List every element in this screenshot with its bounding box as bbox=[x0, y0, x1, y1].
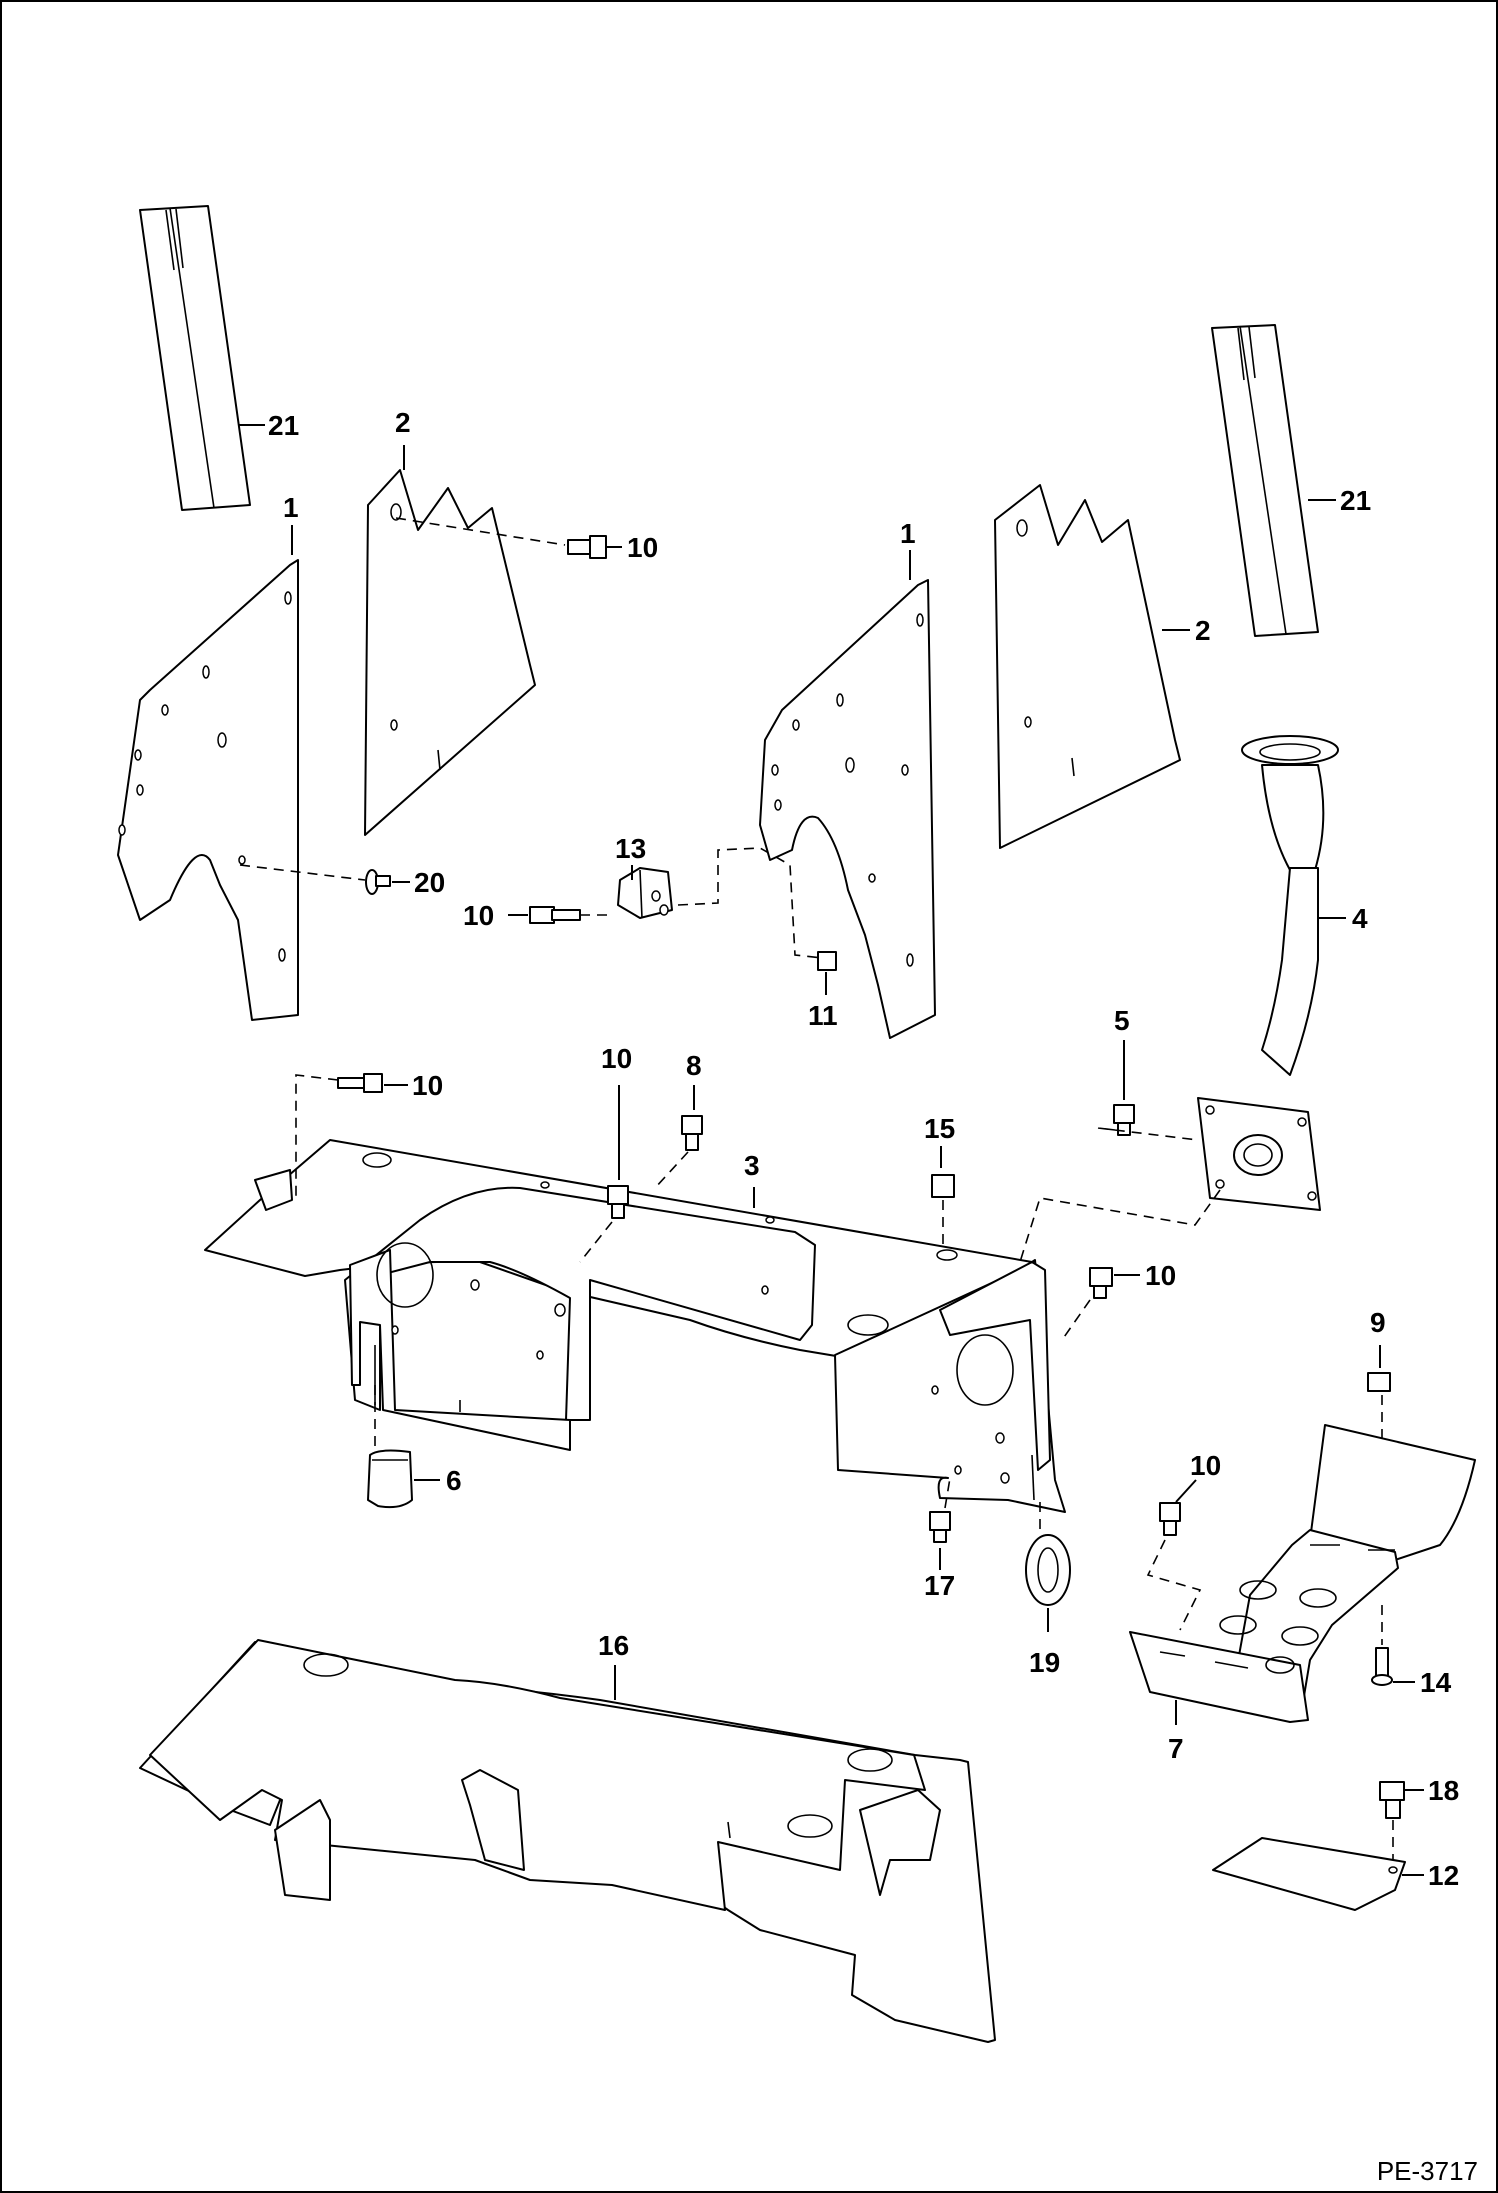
part-13-bracket bbox=[617, 867, 673, 919]
part-21-right-block bbox=[1211, 324, 1319, 637]
callout-16: 16 bbox=[598, 1630, 629, 1661]
part-2-left-panel bbox=[364, 469, 536, 836]
callout-9: 9 bbox=[1370, 1307, 1386, 1338]
callout-6: 6 bbox=[446, 1465, 462, 1496]
plug-15 bbox=[931, 1174, 955, 1198]
grommet-19 bbox=[1025, 1534, 1071, 1606]
part-2-right-panel bbox=[994, 484, 1181, 849]
callout-2-left: 2 bbox=[395, 407, 411, 438]
bolt-8 bbox=[681, 1115, 703, 1151]
callout-11: 11 bbox=[808, 1000, 838, 1031]
callout-10-e: 10 bbox=[1145, 1260, 1176, 1291]
screw-10-pedal bbox=[1159, 1502, 1181, 1536]
callout-12: 12 bbox=[1428, 1860, 1459, 1891]
part-1-center-plate bbox=[759, 579, 936, 1039]
bolt-18 bbox=[1379, 1781, 1405, 1819]
part-4-boot-tube bbox=[1241, 735, 1339, 1076]
bolt-5 bbox=[1113, 1104, 1135, 1136]
screw-10-frame-left bbox=[337, 1073, 383, 1093]
callout-15: 15 bbox=[924, 1113, 955, 1144]
plate-12 bbox=[1212, 1837, 1406, 1911]
callout-17: 17 bbox=[924, 1570, 955, 1601]
callout-4: 4 bbox=[1352, 903, 1368, 934]
nut-11 bbox=[817, 951, 837, 971]
callout-1-center: 1 bbox=[900, 518, 916, 549]
screw-10-frame-right bbox=[1089, 1267, 1113, 1299]
callout-10-a: 10 bbox=[627, 532, 658, 563]
bolt-14 bbox=[1371, 1647, 1393, 1686]
callout-21-right: 21 bbox=[1340, 485, 1371, 516]
callout-7: 7 bbox=[1168, 1733, 1184, 1764]
part-7-pedal-bracket bbox=[1129, 1424, 1476, 1723]
callout-18: 18 bbox=[1428, 1775, 1459, 1806]
part-1-left-plate bbox=[117, 559, 299, 1021]
callout-14: 14 bbox=[1420, 1667, 1452, 1698]
callout-8: 8 bbox=[686, 1050, 702, 1081]
part-3-main-frame bbox=[204, 1139, 1066, 1513]
callout-5: 5 bbox=[1114, 1005, 1130, 1036]
figure-code: PE-3717 bbox=[1376, 2156, 1478, 2186]
callout-19: 19 bbox=[1029, 1647, 1060, 1678]
callout-13: 13 bbox=[615, 833, 646, 864]
callout-21-left: 21 bbox=[268, 410, 299, 441]
part-4-mount-plate bbox=[1197, 1097, 1321, 1211]
callout-10-f: 10 bbox=[1190, 1450, 1221, 1481]
rivet-20 bbox=[365, 869, 391, 895]
screw-10-frame-top bbox=[607, 1185, 629, 1219]
grommet-6 bbox=[367, 1449, 413, 1509]
callout-3: 3 bbox=[744, 1150, 760, 1181]
callout-10-c: 10 bbox=[412, 1070, 443, 1101]
bolt-17 bbox=[929, 1511, 951, 1543]
callout-10-b: 10 bbox=[463, 900, 494, 931]
nut-9 bbox=[1367, 1372, 1391, 1392]
part-21-left-block bbox=[139, 205, 251, 511]
callout-10-d: 10 bbox=[601, 1043, 632, 1074]
callout-2-right: 2 bbox=[1195, 615, 1211, 646]
screw-10-upper-left bbox=[567, 535, 607, 559]
callout-20: 20 bbox=[414, 867, 445, 898]
callout-1-left: 1 bbox=[283, 492, 299, 523]
screw-10-bracket bbox=[529, 906, 581, 924]
part-16-floor-mat bbox=[139, 1639, 996, 2043]
